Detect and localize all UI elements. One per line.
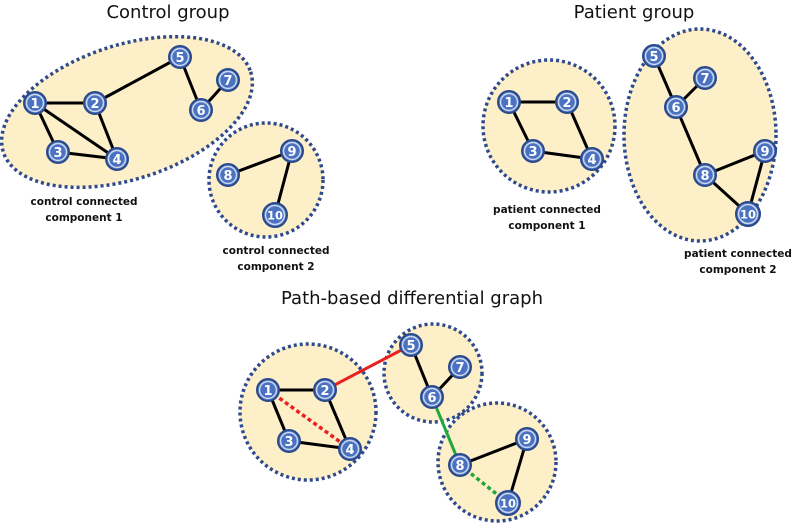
title-patient-group: Patient group <box>574 2 695 23</box>
caption-control-cc2-line2: component 2 <box>237 261 314 273</box>
nodes: 1 2 3 4 5 6 7 8 9 10 1 2 3 4 5 6 7 8 9 1… <box>23 44 777 516</box>
caption-patient-cc1-line1: patient connected <box>493 204 601 216</box>
title-control-group: Control group <box>106 2 229 23</box>
node-p-3: 3 <box>521 139 545 163</box>
node-c-6: 6 <box>189 98 213 122</box>
svg-text:4: 4 <box>345 443 354 458</box>
node-c-5: 5 <box>168 45 192 69</box>
node-p-1: 1 <box>497 90 521 114</box>
node-c-10: 10 <box>262 202 288 228</box>
node-p-6: 6 <box>664 95 688 119</box>
node-d-3: 3 <box>277 429 301 453</box>
node-c-7: 7 <box>216 68 240 92</box>
svg-text:5: 5 <box>175 51 184 66</box>
node-d-5: 5 <box>399 333 423 357</box>
svg-text:3: 3 <box>284 435 293 450</box>
svg-text:2: 2 <box>562 96 571 111</box>
svg-text:8: 8 <box>223 169 232 184</box>
svg-text:6: 6 <box>196 104 205 119</box>
caption-patient-cc1-line2: component 1 <box>508 220 585 232</box>
svg-text:2: 2 <box>320 384 329 399</box>
caption-control-cc1-line1: control connected <box>31 196 138 208</box>
blob-patient-cc1 <box>481 58 617 194</box>
blob-patient-cc2 <box>622 27 778 243</box>
caption-control-cc1-line2: component 1 <box>45 212 122 224</box>
edge-d-6-8-green <box>430 396 462 466</box>
svg-text:5: 5 <box>649 50 658 65</box>
caption-patient-cc2-line2: component 2 <box>699 264 776 276</box>
node-d-7: 7 <box>448 355 472 379</box>
node-c-9: 9 <box>280 139 304 163</box>
svg-text:4: 4 <box>112 153 121 168</box>
node-p-7: 7 <box>693 66 717 90</box>
svg-text:3: 3 <box>528 145 537 160</box>
node-p-10: 10 <box>735 201 761 227</box>
node-p-9: 9 <box>753 139 777 163</box>
svg-text:8: 8 <box>700 169 709 184</box>
node-c-2: 2 <box>83 91 107 115</box>
svg-text:7: 7 <box>223 74 232 89</box>
component-blobs <box>0 27 778 523</box>
svg-text:2: 2 <box>90 97 99 112</box>
node-p-2: 2 <box>555 90 579 114</box>
node-c-3: 3 <box>46 140 70 164</box>
node-d-9: 9 <box>515 427 539 451</box>
svg-text:8: 8 <box>455 459 464 474</box>
svg-text:7: 7 <box>700 72 709 87</box>
node-c-4: 4 <box>105 147 129 171</box>
svg-text:1: 1 <box>504 96 513 111</box>
node-d-2: 2 <box>313 378 337 402</box>
edge-c-2-5 <box>94 55 181 105</box>
svg-text:7: 7 <box>455 361 464 376</box>
svg-text:3: 3 <box>53 146 62 161</box>
edge-d-2-5-red <box>324 343 412 392</box>
svg-text:1: 1 <box>263 384 272 399</box>
svg-text:9: 9 <box>287 145 296 160</box>
node-d-1: 1 <box>256 378 280 402</box>
svg-text:6: 6 <box>671 101 680 116</box>
node-p-5: 5 <box>642 44 666 68</box>
node-c-8: 8 <box>216 163 240 187</box>
svg-text:6: 6 <box>427 391 436 406</box>
svg-text:10: 10 <box>267 209 283 223</box>
node-p-8: 8 <box>693 163 717 187</box>
edge-d-1-4-red-dotted <box>266 388 352 451</box>
title-differential-graph: Path-based differential graph <box>281 288 543 309</box>
svg-text:9: 9 <box>522 433 531 448</box>
node-c-1: 1 <box>23 91 47 115</box>
svg-text:1: 1 <box>30 97 39 112</box>
node-p-4: 4 <box>580 147 604 171</box>
svg-text:9: 9 <box>760 145 769 160</box>
node-d-10: 10 <box>495 490 521 516</box>
svg-text:10: 10 <box>500 497 516 511</box>
caption-patient-cc2-line1: patient connected <box>684 248 792 260</box>
edge-p-6-8 <box>674 106 707 176</box>
svg-text:10: 10 <box>740 208 756 222</box>
svg-text:5: 5 <box>406 339 415 354</box>
svg-text:4: 4 <box>587 153 596 168</box>
node-d-6: 6 <box>420 385 444 409</box>
node-d-8: 8 <box>448 453 472 477</box>
edge-c-1-4 <box>34 101 118 161</box>
node-d-4: 4 <box>338 437 362 461</box>
caption-control-cc2-line1: control connected <box>223 245 330 257</box>
